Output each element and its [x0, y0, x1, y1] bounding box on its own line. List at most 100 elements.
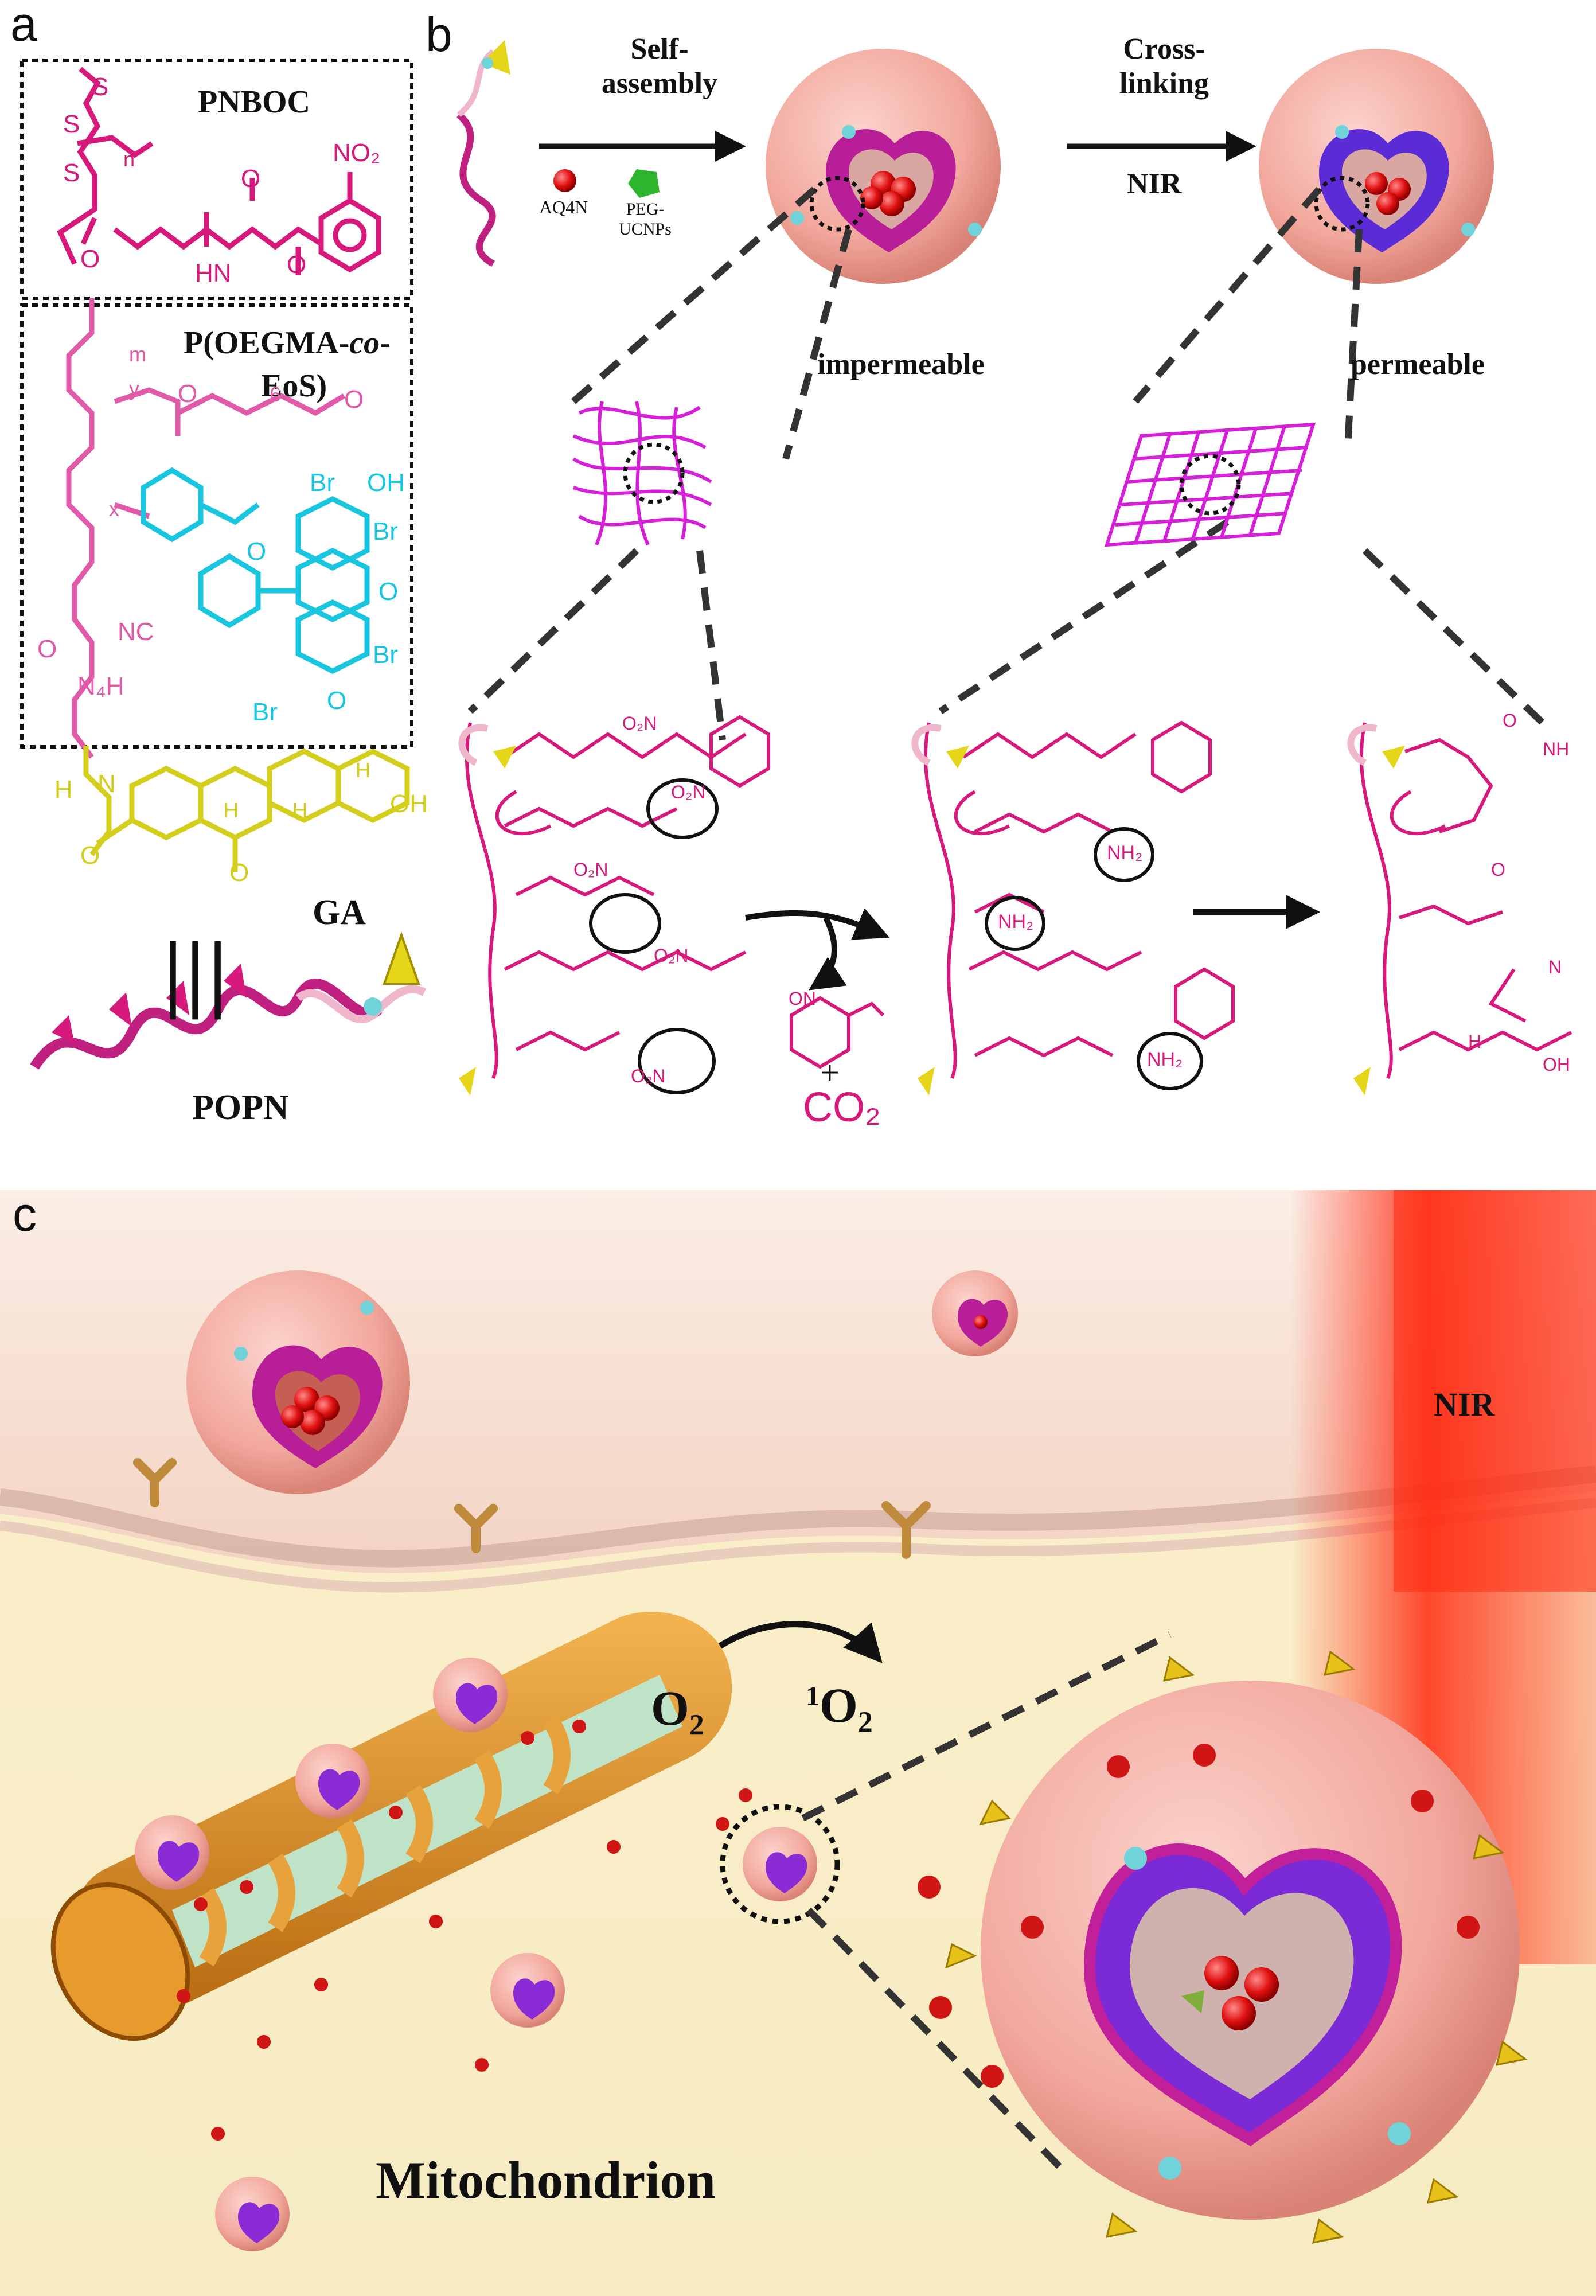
nanoparticle-zoomed	[918, 1650, 1528, 2244]
nanoparticle-tissue-small	[932, 1270, 1018, 1356]
chemistry-middle	[923, 720, 1235, 1090]
eos-structure	[141, 467, 370, 675]
chem-no2-b: O₂N	[671, 782, 706, 802]
state-permeable: permeable	[1351, 348, 1485, 381]
crosslinked-grid	[1104, 422, 1316, 547]
chem-nh2-c: NH₂	[1147, 1048, 1183, 1070]
byproduct-co2: CO₂	[803, 1085, 881, 1131]
atom-o7: O	[327, 687, 347, 715]
ga-structure	[83, 746, 410, 872]
atom-h3: H	[356, 758, 370, 782]
tangled-network	[572, 401, 712, 546]
nanoparticle-permeable	[1259, 49, 1494, 284]
popn-cartoon	[30, 931, 427, 1070]
atom-x-sub: x	[109, 497, 119, 521]
peg-ucnp-icon	[628, 169, 660, 198]
atom-o2: O	[241, 165, 261, 193]
panel-c	[50, 1270, 1528, 2251]
pnboc-structure	[57, 67, 381, 275]
atom-o4: O	[178, 380, 198, 408]
nir-label-c: NIR	[1434, 1386, 1495, 1423]
atom-no2: NO₂	[333, 139, 381, 167]
state-impermeable: impermeable	[817, 348, 985, 381]
chem-n-right: N	[1548, 957, 1562, 977]
poegma-label-line1: P(OEGMA-co-	[184, 325, 391, 361]
atom-s1: S	[63, 110, 80, 138]
aq4n-legend-label: AQ4N	[539, 197, 588, 217]
peg-ucnp-legend-line2: UCNPs	[619, 220, 672, 239]
chem-oh-right: OH	[1543, 1054, 1570, 1075]
polymer-cartoon	[456, 40, 510, 267]
small-nanoparticles	[135, 1658, 840, 2251]
atom-hn: HN	[195, 259, 232, 287]
chem-no2-d: O₂N	[654, 945, 689, 966]
zoom-lines-c	[801, 1631, 1172, 2171]
chem-h-right: H	[1468, 1031, 1482, 1052]
chem-no2-e: O₂N	[631, 1066, 666, 1086]
atom-n-sub: n	[123, 147, 135, 171]
atom-o10: O	[80, 841, 100, 870]
atom-o11: O	[229, 859, 249, 887]
chem-o-right2: O	[1491, 859, 1505, 880]
panel-label-c: c	[13, 1187, 37, 1241]
atom-br1: Br	[310, 469, 335, 497]
chem-nh2-a: NH₂	[1107, 842, 1143, 864]
cross-linking-label-line2: linking	[1119, 67, 1209, 100]
atom-o6: O	[378, 578, 399, 606]
atom-n2: N	[97, 770, 116, 798]
poegma-structure	[66, 298, 346, 759]
atom-six-sub: 6	[270, 383, 282, 406]
mitochondrion-label: Mitochondrion	[376, 2151, 716, 2209]
chemistry-right	[1359, 722, 1572, 1079]
ga-cone-icon	[383, 931, 420, 985]
nanoparticle-tissue-large	[186, 1270, 410, 1494]
panel-label-b: b	[426, 7, 452, 61]
byproduct-arrow	[745, 908, 890, 940]
poegma-label-line2: EoS)	[261, 368, 327, 404]
self-assembly-label-line1: Self-	[630, 33, 689, 65]
equivalence-symbol: |||	[163, 925, 231, 1020]
atom-s2: S	[63, 159, 80, 187]
o2-label: O₂	[651, 1681, 704, 1736]
chemistry-left	[465, 715, 770, 1094]
chem-no2-c: O₂N	[573, 859, 608, 880]
chem-no-side: ON	[789, 988, 816, 1009]
poegma-box	[20, 303, 413, 749]
self-assembly-label-line2: assembly	[601, 67, 718, 100]
atom-oh1: OH	[367, 469, 405, 497]
atom-y-sub: y	[129, 377, 139, 400]
popn-label: POPN	[192, 1088, 289, 1127]
polymer-snippet-icons	[458, 724, 1405, 1096]
byproduct-plus: +	[820, 1054, 840, 1092]
nitrosobenzaldehyde	[790, 996, 885, 1069]
atom-h1: H	[224, 798, 239, 822]
singlet-o2-label: 1O₂	[806, 1678, 873, 1733]
cross-linking-label-line1: Cross-	[1123, 33, 1205, 65]
atom-h2: H	[292, 798, 307, 822]
peg-ucnp-legend-line1: PEG-	[626, 200, 665, 219]
atom-n4h: N₄H	[77, 672, 124, 700]
panel-label-a: a	[10, 0, 37, 51]
atom-br3: Br	[373, 641, 398, 669]
ga-label: GA	[313, 893, 366, 932]
atom-oh2: OH	[390, 790, 428, 818]
atom-o8: O	[247, 537, 267, 566]
chem-nh2-b: NH₂	[998, 911, 1034, 933]
atom-m-sub: m	[129, 342, 146, 366]
mitochondrion	[50, 1611, 732, 2041]
atom-h-n: H	[54, 775, 73, 804]
atom-o3: O	[287, 251, 307, 279]
pnboc-box	[20, 59, 413, 300]
receptor-icons	[133, 1458, 931, 1559]
nir-label-b: NIR	[1127, 167, 1182, 200]
singlet-oxygen-dots	[177, 1720, 752, 2141]
atom-o9: O	[37, 635, 57, 663]
panel-a	[20, 59, 427, 1070]
atom-br2: Br	[373, 517, 398, 545]
aq4n-bead-icon	[553, 169, 576, 192]
chem-o-right1: O	[1503, 710, 1517, 731]
panel-b	[456, 40, 1572, 1096]
atom-nc: NC	[118, 618, 154, 646]
